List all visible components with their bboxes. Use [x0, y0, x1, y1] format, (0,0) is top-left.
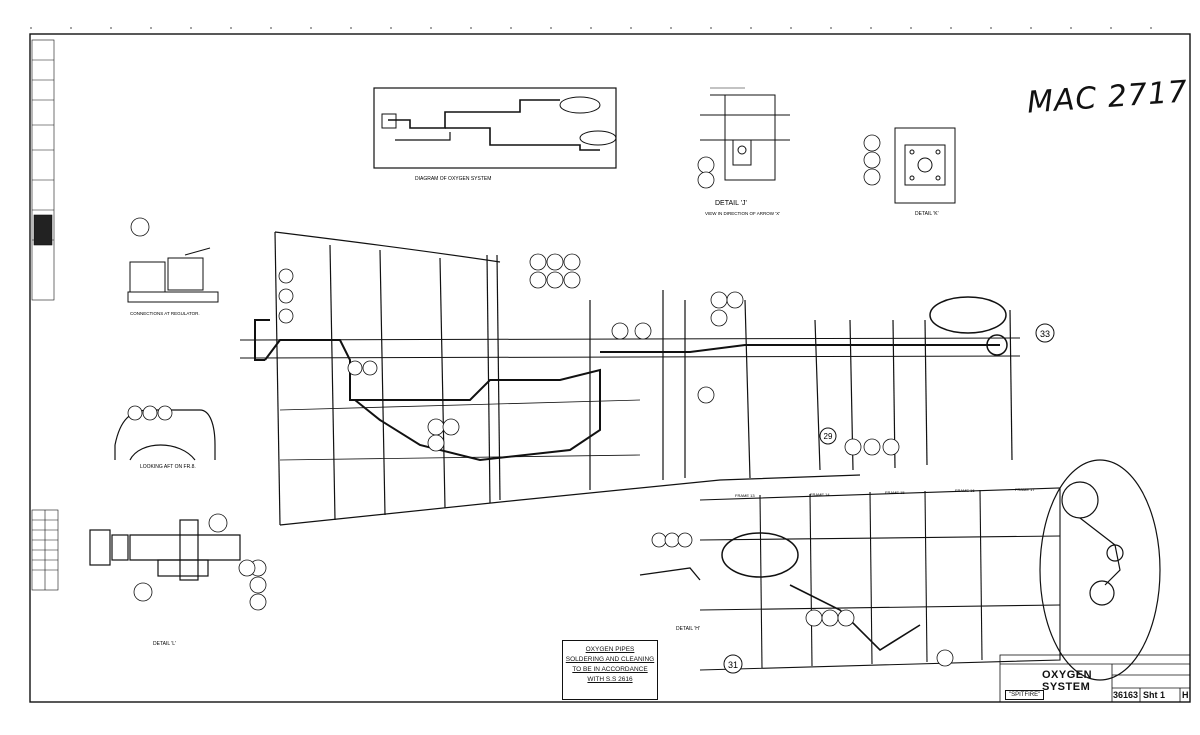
label-detail-j: DETAIL 'J': [715, 200, 747, 207]
looking-aft-view: [114, 409, 216, 461]
label-detail-k: DETAIL 'K': [915, 211, 939, 217]
frame-label: FRAME 17: [1015, 487, 1035, 492]
sheet-number: Sht 1: [1143, 690, 1166, 700]
soldering-note-box: OXYGEN PIPES SOLDERING AND CLEANING TO B…: [562, 640, 658, 700]
note-line-4: WITH S.S 2616: [587, 676, 633, 683]
sheet-border: [29, 33, 1191, 703]
label-detail-h: DETAIL 'H': [676, 626, 700, 632]
label-connections: CONNECTIONS AT REGULATOR.: [130, 311, 200, 316]
label-detail-l: DETAIL 'L': [153, 641, 176, 647]
callout-33: 33: [1040, 329, 1050, 339]
label-looking-aft: LOOKING AFT ON FR.8.: [140, 464, 196, 470]
frame-label: FRAME 15: [885, 490, 905, 495]
numbered-callouts: [723, 323, 1055, 674]
frame-label: FRAME 13: [735, 493, 755, 498]
label-diagram: DIAGRAM OF OXYGEN SYSTEM: [415, 176, 491, 182]
note-line-3: TO BE IN ACCORDANCE: [572, 666, 648, 673]
detail-l-view: [89, 519, 241, 581]
detail-h-view: [639, 487, 1061, 671]
label-detail-j-sub: VIEW IN DIRECTION OF ARROW 'X': [705, 211, 780, 216]
part-bubbles: [127, 134, 954, 667]
regulator-detail: [127, 247, 219, 303]
detail-k-view: [894, 127, 956, 204]
issue-letter: H: [1182, 690, 1189, 700]
title-block: OXYGEN SYSTEM: [1040, 664, 1112, 693]
detail-j-view: [700, 87, 790, 181]
revision-block: [31, 39, 59, 591]
title-line-1: OXYGEN: [1042, 669, 1093, 681]
drawing-number: 36163: [1113, 690, 1139, 700]
oxygen-system-diagram: [373, 87, 617, 169]
fuselage-structure: [239, 231, 1021, 526]
section-oval-view: [1039, 459, 1161, 681]
note-line-2: SOLDERING AND CLEANING: [565, 656, 655, 663]
aircraft-name: "SPITFIRE": [1005, 690, 1045, 700]
frame-label: FRAME 16: [955, 488, 975, 493]
title-line-2: SYSTEM: [1042, 681, 1091, 693]
callout-29: 29: [824, 432, 833, 441]
callout-31: 31: [728, 660, 738, 670]
title-block-lines: [999, 654, 1191, 703]
note-line-1: OXYGEN PIPES: [585, 646, 635, 653]
frame-label: FRAME 14: [810, 492, 830, 497]
